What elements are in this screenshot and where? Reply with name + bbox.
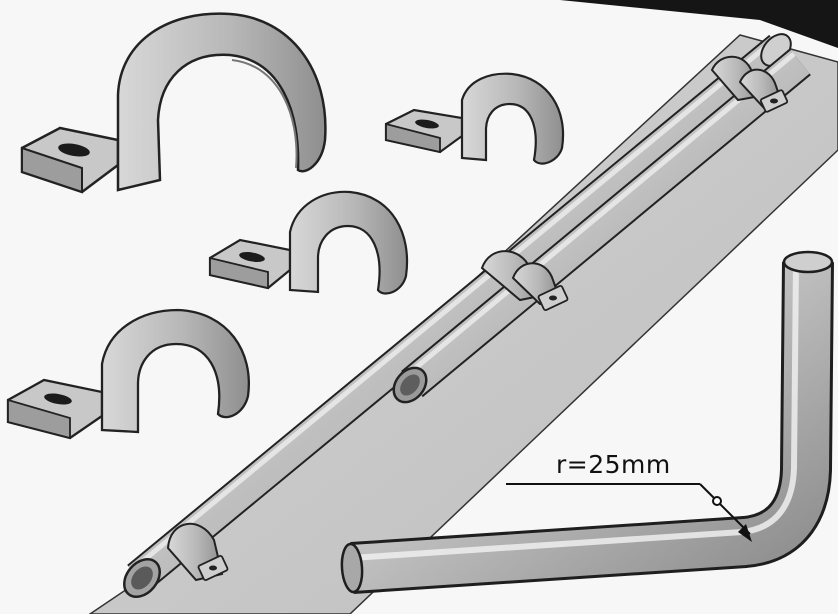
pipe-clip-medium [208,190,409,295]
conduit-pipe-lower [392,48,811,404]
pipe-clip-mounted-middle [480,250,569,311]
pipe-clip-mounted-top [710,55,789,113]
pipe-clip-small [384,72,565,165]
radius-center-marker [712,496,722,506]
radius-leader [506,483,752,542]
pipe-clip-mounted-bottom [166,522,229,582]
pipe-clip-lower-left [6,308,250,440]
bent-pipe-end-left [340,542,364,594]
radius-arrowhead [738,524,752,542]
dark-corner [560,0,838,48]
radius-label: r=25mm [556,450,671,479]
pipe-clip-large [20,12,327,194]
conduit-pipe-upper [127,33,792,592]
bent-pipe-end-top [782,250,834,274]
